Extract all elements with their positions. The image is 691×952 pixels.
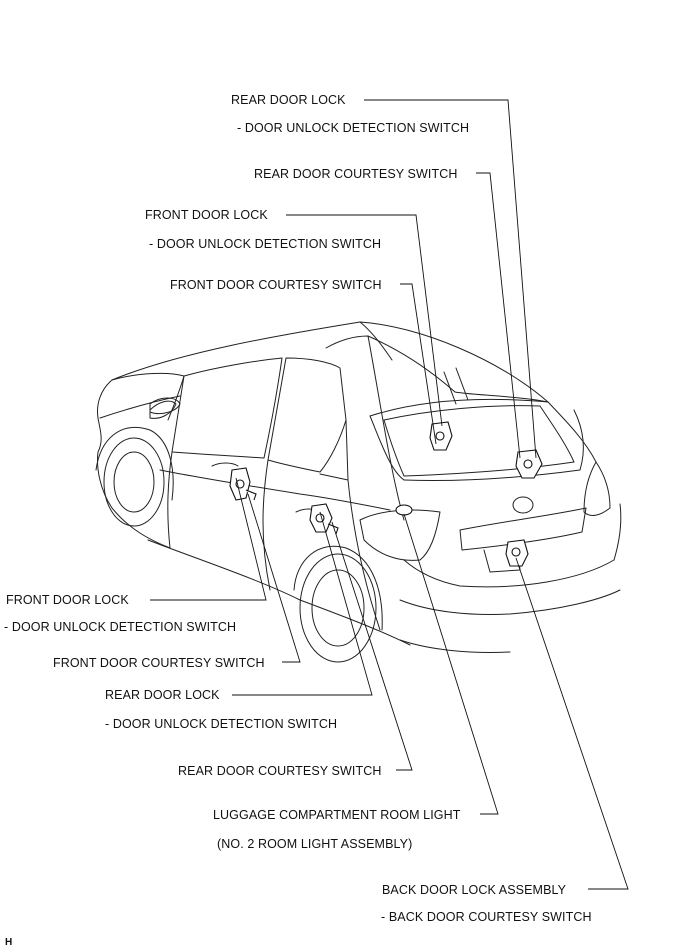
label-front-door-unlock-switch-upper: - DOOR UNLOCK DETECTION SWITCH xyxy=(149,237,382,251)
label-back-door-courtesy-switch: - BACK DOOR COURTESY SWITCH xyxy=(381,910,592,924)
label-front-door-unlock-switch-lower: - DOOR UNLOCK DETECTION SWITCH xyxy=(4,620,237,634)
leader-rear-door-courtesy-upper xyxy=(476,172,521,459)
front-door-lock-side-component xyxy=(229,467,257,501)
leader-front-door-lock-lower xyxy=(150,477,267,601)
label-rear-door-unlock-switch-upper: - DOOR UNLOCK DETECTION SWITCH xyxy=(237,121,470,135)
leader-luggage-room-light xyxy=(403,513,499,815)
leader-front-door-courtesy-upper xyxy=(400,283,437,445)
label-rear-door-unlock-switch-lower: - DOOR UNLOCK DETECTION SWITCH xyxy=(105,717,338,731)
vehicle-outline xyxy=(95,321,622,663)
label-luggage-room-light: LUGGAGE COMPARTMENT ROOM LIGHT xyxy=(213,808,461,822)
label-rear-door-lock-upper: REAR DOOR LOCK xyxy=(231,93,346,107)
leader-rear-door-lock-lower xyxy=(232,511,373,696)
leader-front-door-courtesy-lower xyxy=(247,493,301,663)
switch-components xyxy=(229,421,543,567)
label-front-door-courtesy-switch-upper: FRONT DOOR COURTESY SWITCH xyxy=(170,278,382,292)
back-door-lock-assembly-component xyxy=(505,539,529,567)
leader-rear-door-courtesy-lower xyxy=(331,521,413,771)
label-rear-door-courtesy-switch-upper: REAR DOOR COURTESY SWITCH xyxy=(254,167,458,181)
label-room-light-assembly: (NO. 2 ROOM LIGHT ASSEMBLY) xyxy=(217,837,413,851)
label-rear-door-courtesy-switch-lower: REAR DOOR COURTESY SWITCH xyxy=(178,764,382,778)
label-back-door-lock-assembly: BACK DOOR LOCK ASSEMBLY xyxy=(382,883,567,897)
leader-lines xyxy=(150,99,629,890)
luggage-room-light-component xyxy=(395,504,413,516)
label-rear-door-lock-lower: REAR DOOR LOCK xyxy=(105,688,220,702)
rear-door-lock-side-component xyxy=(309,503,339,535)
label-front-door-courtesy-switch-lower: FRONT DOOR COURTESY SWITCH xyxy=(53,656,265,670)
leader-rear-door-lock-upper xyxy=(364,99,537,459)
label-front-door-lock-lower: FRONT DOOR LOCK xyxy=(6,593,129,607)
leader-front-door-lock-upper xyxy=(286,214,443,427)
figure-code: H xyxy=(5,937,13,948)
label-front-door-lock-upper: FRONT DOOR LOCK xyxy=(145,208,268,222)
leader-back-door-lock xyxy=(515,557,629,890)
